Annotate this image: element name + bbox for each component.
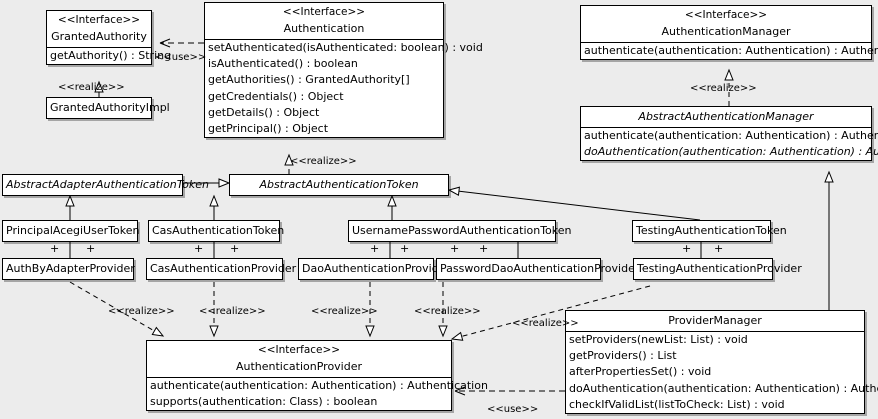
class-authentication[interactable]: <<Interface>> Authentication setAuthenti…: [204, 2, 483, 139]
edge-label-realize-dao-authentication-provider: <<realize>>: [311, 306, 378, 317]
method-row: getCredentials() : Object: [208, 89, 344, 103]
edge-generalize-testing-authentication-token: [447, 186, 701, 221]
method-row-abstract: doAuthentication(authentication: Authent…: [584, 145, 878, 159]
class-name-label: AbstractAuthenticationToken: [259, 178, 419, 191]
class-authentication-header: <<Interface>> Authentication: [205, 3, 443, 39]
class-name-label: GrantedAuthorityImpl: [50, 101, 170, 114]
class-name-label: Authentication: [283, 22, 365, 35]
class-name-label: AbstractAuthenticationManager: [638, 110, 814, 123]
class-cas-authentication-token[interactable]: CasAuthenticationToken: [148, 220, 285, 242]
class-name-label: TestingAuthenticationProvider: [637, 262, 802, 275]
edge-label-realize-password-dao-authentication-provider: <<realize>>: [414, 306, 481, 317]
class-abstract-adapter-authentication-token[interactable]: AbstractAdapterAuthenticationToken: [2, 174, 209, 196]
class-name-label: AbstractAdapterAuthenticationToken: [6, 178, 209, 191]
method-row: checkIfValidList(listToCheck: List) : vo…: [569, 397, 785, 411]
methods-compartment: authenticate(authentication: Authenticat…: [581, 42, 878, 59]
class-name-label: CasAuthenticationProvider: [150, 262, 297, 275]
assoc-marker-plus: +: [682, 242, 692, 255]
edge-label-use-provider-manager: <<use>>: [487, 404, 539, 415]
class-granted-authority[interactable]: <<Interface>> GrantedAuthority getAuthor…: [46, 10, 172, 66]
class-abstract-authentication-manager[interactable]: AbstractAuthenticationManager authentica…: [580, 106, 878, 162]
methods-compartment: authenticate(authentication: Authenticat…: [147, 377, 488, 410]
class-testing-authentication-provider[interactable]: TestingAuthenticationProvider: [633, 258, 802, 280]
assoc-marker-plus: +: [479, 242, 489, 255]
method-row: getProviders() : List: [569, 349, 677, 363]
class-provider-manager[interactable]: ProviderManager setProviders(newList: Li…: [565, 310, 878, 415]
assoc-marker-plus: +: [230, 242, 240, 255]
class-authentication-manager-header: <<Interface>> AuthenticationManager: [581, 6, 871, 42]
method-row: supports(authentication: Class) : boolea…: [150, 395, 378, 409]
class-name-label: UsernamePasswordAuthenticationToken: [352, 224, 572, 237]
stereotype-label: <<Interface>>: [282, 6, 366, 18]
class-name-label: CasAuthenticationToken: [152, 224, 285, 237]
class-name-label: TestingAuthenticationToken: [636, 224, 787, 237]
method-row: getPrincipal() : Object: [208, 122, 329, 136]
methods-compartment: authenticate(authentication: Authenticat…: [581, 127, 878, 160]
edge-label-realize-testing-authentication-provider: <<realize>>: [512, 318, 579, 329]
class-name-label: ProviderManager: [668, 314, 762, 327]
class-provider-manager-header: ProviderManager: [566, 311, 864, 331]
methods-compartment: setAuthenticated(isAuthenticated: boolea…: [205, 39, 483, 137]
class-abstract-authentication-token[interactable]: AbstractAuthenticationToken: [229, 174, 449, 196]
edge-label-use-authentication-granted-authority: <<use>>: [155, 52, 207, 63]
class-authentication-provider-header: <<Interface>> AuthenticationProvider: [147, 341, 451, 377]
class-name-label: AuthenticationProvider: [235, 360, 363, 373]
method-row: authenticate(authentication: Authenticat…: [584, 44, 878, 57]
methods-compartment: setProviders(newList: List) : void getPr…: [566, 331, 878, 413]
method-row: getAuthority() : String: [50, 49, 172, 62]
edge-realize-testing-authentication-provider: [450, 285, 651, 341]
class-principal-acegi-user-token[interactable]: PrincipalAcegiUserToken: [2, 220, 140, 242]
method-row: getAuthorities() : GrantedAuthority[]: [208, 73, 410, 87]
class-granted-authority-impl[interactable]: GrantedAuthorityImpl: [46, 97, 170, 119]
class-auth-by-adapter-provider[interactable]: AuthByAdapterProvider: [2, 258, 135, 280]
class-granted-authority-header: <<Interface>> GrantedAuthority: [47, 11, 151, 47]
assoc-marker-plus: +: [450, 242, 460, 255]
method-row: isAuthenticated() : boolean: [208, 57, 358, 71]
assoc-marker-plus: +: [370, 242, 380, 255]
class-authentication-provider[interactable]: <<Interface>> AuthenticationProvider aut…: [146, 340, 488, 412]
method-row: afterPropertiesSet() : void: [569, 365, 712, 379]
class-authentication-manager[interactable]: <<Interface>> AuthenticationManager auth…: [580, 5, 878, 61]
class-dao-authentication-provider[interactable]: DaoAuthenticationProvider: [298, 258, 450, 280]
edge-label-realize-granted-authority-impl: <<realize>>: [58, 82, 125, 93]
stereotype-label: <<Interface>>: [684, 9, 768, 21]
class-name-label: GrantedAuthority: [51, 30, 147, 43]
stereotype-label: <<Interface>>: [57, 14, 141, 26]
method-row: setAuthenticated(isAuthenticated: boolea…: [208, 41, 483, 54]
assoc-marker-plus: +: [50, 242, 60, 255]
class-name-label: PasswordDaoAuthenticationProvider: [440, 262, 640, 275]
class-name-label: PrincipalAcegiUserToken: [6, 224, 140, 237]
edge-label-realize-cas-authentication-provider: <<realize>>: [199, 306, 266, 317]
class-username-password-authentication-token[interactable]: UsernamePasswordAuthenticationToken: [348, 220, 572, 242]
stereotype-label: <<Interface>>: [257, 344, 341, 356]
class-cas-authentication-provider[interactable]: CasAuthenticationProvider: [146, 258, 297, 280]
method-row: doAuthentication(authentication: Authent…: [569, 381, 878, 395]
method-row: getDetails() : Object: [208, 105, 320, 119]
edge-label-realize-authentication-manager: <<realize>>: [690, 83, 757, 94]
class-name-label: AuthByAdapterProvider: [6, 262, 135, 275]
assoc-marker-plus: +: [194, 242, 204, 255]
method-row: setProviders(newList: List) : void: [569, 333, 748, 346]
class-abstract-authentication-manager-header: AbstractAuthenticationManager: [581, 107, 871, 127]
class-name-label: DaoAuthenticationProvider: [302, 262, 450, 275]
edge-label-realize-abstract-authentication-token: <<realize>>: [290, 156, 357, 167]
assoc-marker-plus: +: [86, 242, 96, 255]
method-row: authenticate(authentication: Authenticat…: [584, 129, 878, 142]
class-testing-authentication-token[interactable]: TestingAuthenticationToken: [632, 220, 787, 242]
class-name-label: AuthenticationManager: [661, 25, 791, 38]
methods-compartment: getAuthority() : String: [47, 47, 172, 64]
edge-label-realize-auth-by-adapter-provider: <<realize>>: [108, 306, 175, 317]
method-row: authenticate(authentication: Authenticat…: [150, 379, 488, 392]
assoc-marker-plus: +: [714, 242, 724, 255]
class-password-dao-authentication-provider[interactable]: PasswordDaoAuthenticationProvider: [436, 258, 640, 280]
assoc-marker-plus: +: [400, 242, 410, 255]
